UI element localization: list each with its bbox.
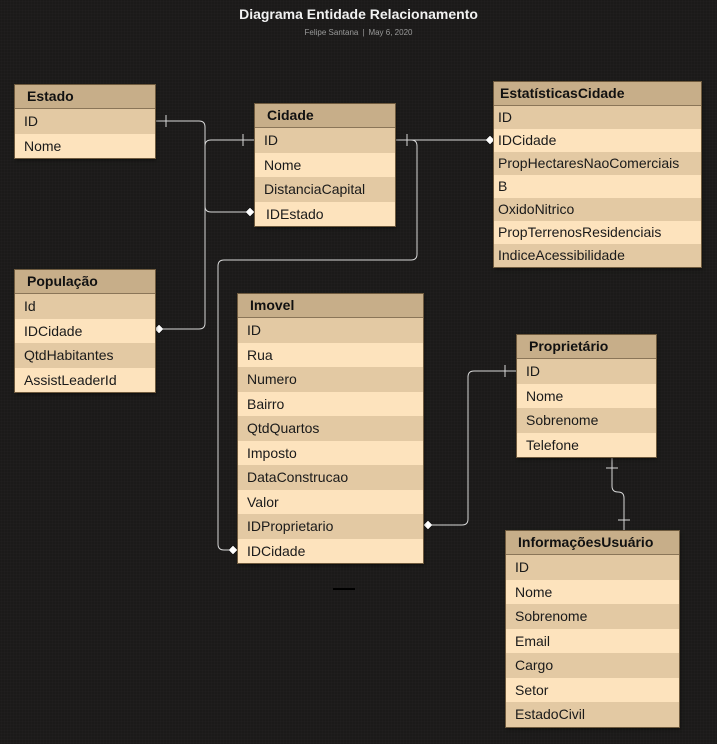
entity-estado[interactable]: Estado ID Nome bbox=[14, 84, 156, 159]
entity-field: ID bbox=[238, 318, 423, 343]
entity-field: IDEstado bbox=[255, 201, 395, 226]
entity-fields: ID Rua Numero Bairro QtdQuartos Imposto … bbox=[238, 318, 423, 563]
entity-field: IDCidade bbox=[238, 538, 423, 563]
entity-header: População bbox=[15, 270, 155, 294]
diamond-cidade-idestado bbox=[245, 207, 255, 217]
entity-proprietario[interactable]: Proprietário ID Nome Sobrenome Telefone bbox=[516, 334, 657, 458]
entity-header: Cidade bbox=[255, 104, 395, 128]
entity-fields: ID Nome bbox=[15, 109, 155, 158]
entity-field: Bairro bbox=[238, 391, 423, 416]
entity-field: Email bbox=[506, 628, 679, 653]
connector-cidade-populacao bbox=[162, 139, 255, 330]
entity-imovel[interactable]: Imovel ID Rua Numero Bairro QtdQuartos I… bbox=[237, 293, 424, 564]
entity-header: Imovel bbox=[238, 294, 423, 318]
entity-field: Nome bbox=[255, 152, 395, 177]
entity-header: EstatísticasCidade bbox=[494, 82, 701, 106]
entity-field: Numero bbox=[238, 367, 423, 392]
entity-header: InformaçõesUsuário bbox=[506, 531, 679, 555]
connector-proprietario-imovel bbox=[430, 370, 517, 526]
entity-field: IDCidade bbox=[15, 318, 155, 343]
entity-field: Cargo bbox=[506, 653, 679, 678]
entity-field: AssistLeaderId bbox=[15, 367, 155, 392]
entity-field: Sobrenome bbox=[506, 604, 679, 629]
entity-field: Rua bbox=[238, 342, 423, 367]
stray-stroke bbox=[333, 588, 355, 590]
diagram-author: Felipe Santana bbox=[304, 28, 359, 37]
entity-field: Imposto bbox=[238, 440, 423, 465]
entity-fields: ID Nome Sobrenome Telefone bbox=[517, 359, 656, 457]
entity-fields: Id IDCidade QtdHabitantes AssistLeaderId bbox=[15, 294, 155, 392]
entity-field: IDCidade bbox=[494, 129, 701, 152]
entity-field: Telefone bbox=[517, 432, 656, 457]
entity-field: Id bbox=[15, 294, 155, 319]
entity-fields: ID IDCidade PropHectaresNaoComerciais B … bbox=[494, 106, 701, 267]
entity-field: ID bbox=[255, 128, 395, 153]
entity-fields: ID Nome Sobrenome Email Cargo Setor Esta… bbox=[506, 555, 679, 727]
entity-field: IndiceAcessibilidade bbox=[494, 244, 701, 267]
entity-field: PropHectaresNaoComerciais bbox=[494, 152, 701, 175]
connector-proprietario-informacoes bbox=[611, 457, 625, 531]
entity-field: DataConstrucao bbox=[238, 465, 423, 490]
entity-field: B bbox=[494, 175, 701, 198]
diamond-populacao-idcidade bbox=[154, 324, 164, 334]
diamond-imovel-idproprietario bbox=[423, 520, 433, 530]
entity-field: Nome bbox=[517, 383, 656, 408]
entity-estatisticas-cidade[interactable]: EstatísticasCidade ID IDCidade PropHecta… bbox=[493, 81, 702, 268]
entity-field: Setor bbox=[506, 677, 679, 702]
entity-informacoes-usuario[interactable]: InformaçõesUsuário ID Nome Sobrenome Ema… bbox=[505, 530, 680, 728]
entity-field: ID bbox=[517, 359, 656, 384]
entity-field: Sobrenome bbox=[517, 408, 656, 433]
entity-header: Estado bbox=[15, 85, 155, 109]
entity-fields: ID Nome DistanciaCapital IDEstado bbox=[255, 128, 395, 226]
diagram-subtitle: Felipe Santana|May 6, 2020 bbox=[0, 28, 717, 37]
diamond-estatisticas-idcidade bbox=[485, 135, 495, 145]
entity-field: IDProprietario bbox=[238, 514, 423, 539]
entity-field: ID bbox=[15, 109, 155, 134]
connector-estado-cidade bbox=[155, 120, 248, 213]
entity-field: QtdHabitantes bbox=[15, 343, 155, 368]
entity-field: EstadoCivil bbox=[506, 702, 679, 727]
entity-header: Proprietário bbox=[517, 335, 656, 359]
entity-field: Nome bbox=[15, 133, 155, 158]
subtitle-separator: | bbox=[362, 28, 365, 37]
entity-field: ID bbox=[494, 106, 701, 129]
connector-cidade-imovel bbox=[217, 139, 418, 551]
diagram-date: May 6, 2020 bbox=[368, 28, 413, 37]
entity-field: Valor bbox=[238, 489, 423, 514]
entity-field: ID bbox=[506, 555, 679, 580]
entity-cidade[interactable]: Cidade ID Nome DistanciaCapital IDEstado bbox=[254, 103, 396, 227]
entity-populacao[interactable]: População Id IDCidade QtdHabitantes Assi… bbox=[14, 269, 156, 393]
diagram-title: Diagrama Entidade Relacionamento bbox=[239, 6, 478, 22]
entity-field: PropTerrenosResidenciais bbox=[494, 221, 701, 244]
entity-field: DistanciaCapital bbox=[255, 177, 395, 202]
entity-field: Nome bbox=[506, 579, 679, 604]
diamond-imovel-idcidade bbox=[228, 545, 238, 555]
entity-field: OxidoNitrico bbox=[494, 198, 701, 221]
entity-field: QtdQuartos bbox=[238, 416, 423, 441]
